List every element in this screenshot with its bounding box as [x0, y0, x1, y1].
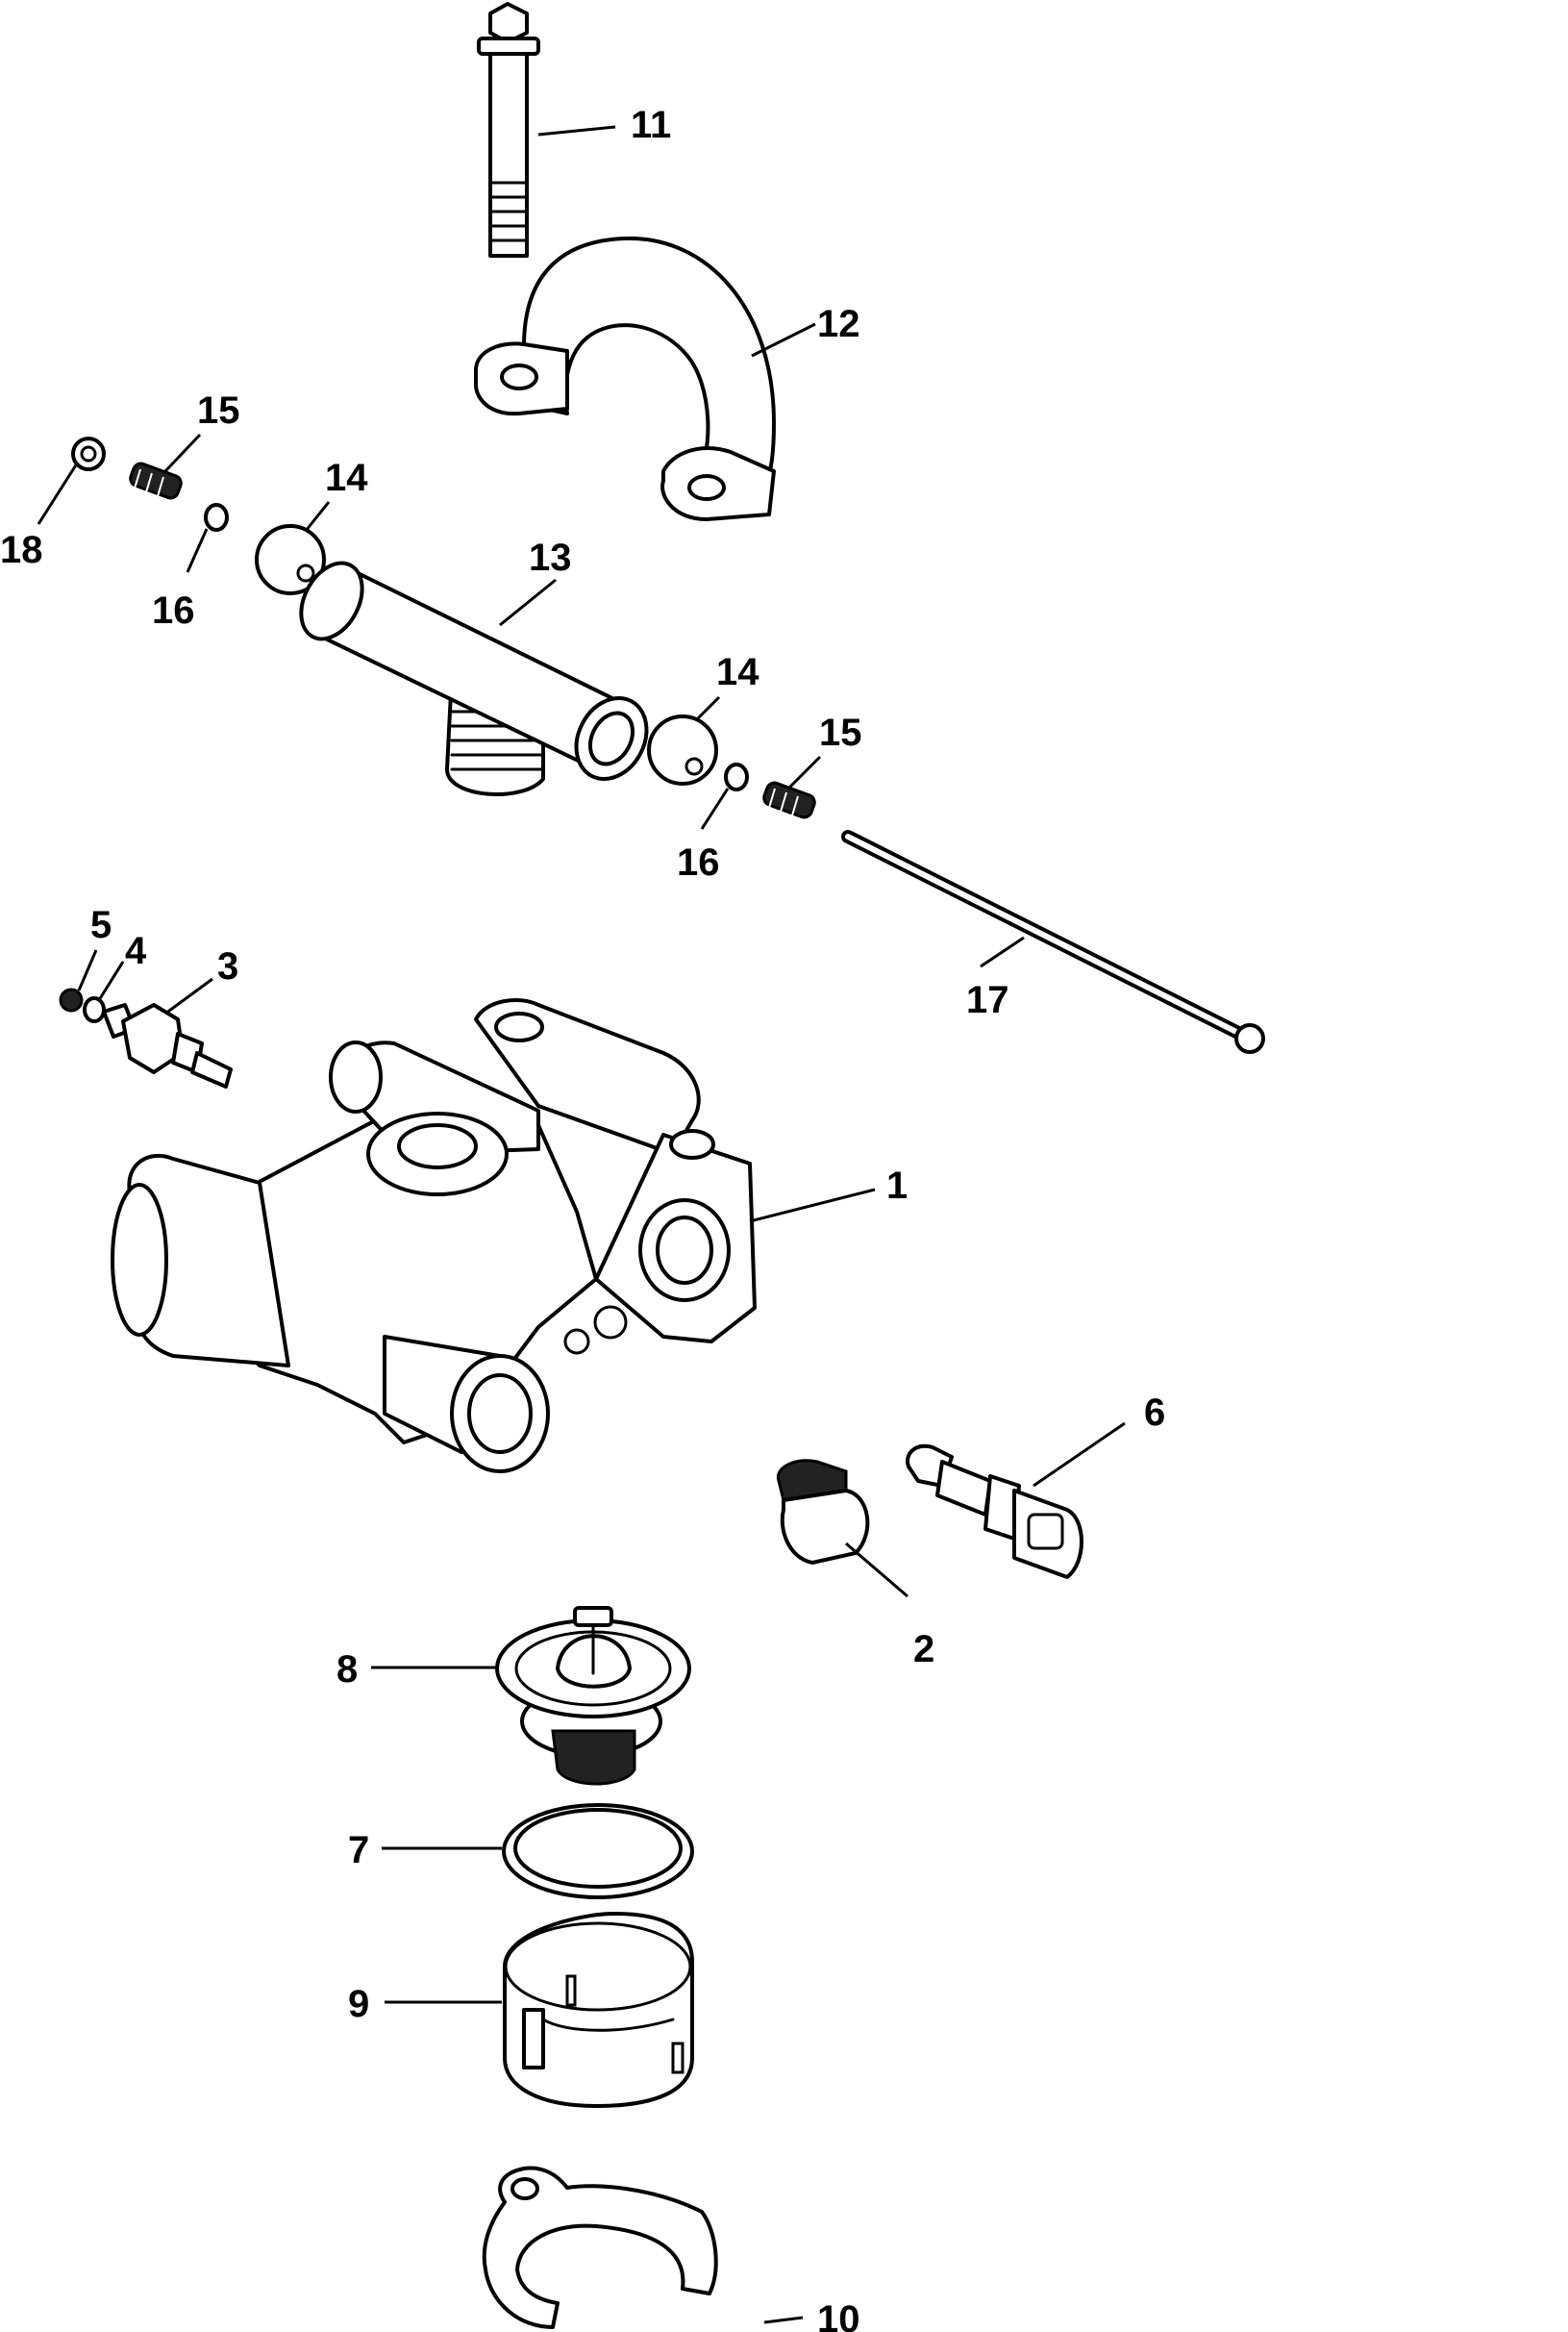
callout-4: 4: [125, 930, 147, 972]
part-3-sensor: [102, 1003, 233, 1089]
callout-10: 10: [817, 2298, 860, 2332]
callout-1: 1: [886, 1165, 908, 1207]
callout-18: 18: [0, 529, 43, 571]
part-9-sleeve: [503, 1912, 694, 2108]
part-16-washer-right: [724, 763, 749, 791]
leader-16-right: [700, 788, 730, 830]
leader-4: [97, 961, 125, 1001]
leader-11: [537, 125, 616, 137]
callout-labels: 11 12 15 14 13 18 16 14 15 16 5 4 3 17 1…: [0, 104, 1165, 2332]
leader-15-left: [163, 433, 202, 473]
part-1-thermostat-housing: [111, 998, 757, 1473]
callout-15-right: 15: [819, 712, 862, 754]
leader-2: [845, 1542, 908, 1598]
part-18-nut: [71, 437, 106, 471]
part-17-rod: [841, 830, 1265, 1054]
part-14-ball-left: [255, 524, 326, 595]
part-10-retainer-ring: [482, 2166, 718, 2329]
leader-14-left: [304, 501, 331, 532]
part-15-spring-right: [762, 781, 816, 819]
part-14-ball-right: [647, 715, 718, 786]
leader-6: [1033, 1421, 1126, 1488]
part-4-washer: [83, 996, 106, 1023]
callout-2: 2: [913, 1628, 934, 1670]
callout-11: 11: [631, 104, 671, 146]
callout-13: 13: [529, 537, 572, 579]
part-7-gasket: [502, 1803, 694, 1899]
callout-3: 3: [217, 945, 238, 988]
callout-15-left: 15: [197, 389, 240, 432]
part-6-sender: [906, 1443, 1083, 1579]
part-12-clamp: [474, 236, 776, 521]
callout-16-left: 16: [152, 589, 195, 632]
callout-5: 5: [90, 904, 112, 946]
leader-17: [980, 936, 1025, 968]
leader-3: [164, 977, 213, 1016]
callout-14-left: 14: [325, 457, 368, 499]
part-13-t-fitting: [299, 561, 649, 796]
callout-8: 8: [336, 1648, 358, 1691]
part-15-spring-left: [129, 462, 183, 500]
callout-7: 7: [348, 1829, 369, 1871]
callout-17: 17: [966, 979, 1009, 1021]
leader-10: [763, 2316, 804, 2324]
leader-12: [751, 322, 816, 358]
leader-16-left: [186, 528, 209, 573]
callout-16-right: 16: [677, 841, 720, 884]
callout-12: 12: [817, 303, 860, 345]
leader-1: [749, 1188, 876, 1223]
callout-6: 6: [1144, 1392, 1165, 1434]
part-11-bolt: [477, 2, 540, 258]
callout-14-right: 14: [716, 651, 759, 693]
leader-18: [37, 463, 79, 525]
part-16-washer-left: [204, 503, 229, 532]
part-8-thermostat: [495, 1606, 691, 1786]
part-5-nut: [59, 988, 84, 1013]
part-2-plug: [776, 1459, 870, 1565]
leader-lines: [37, 125, 1126, 2324]
leader-13: [499, 578, 557, 627]
callout-9: 9: [348, 1983, 369, 2025]
leader-5: [77, 949, 98, 991]
leader-14-right: [694, 695, 721, 722]
leader-15-right: [786, 755, 822, 790]
